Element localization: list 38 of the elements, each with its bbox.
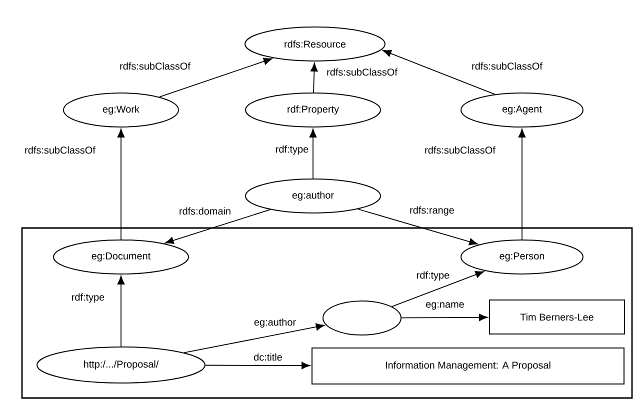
ellipse-node: eg:Work: [63, 92, 179, 128]
ellipse-node: eg:Agent: [460, 92, 584, 128]
edge-label: rdf:type: [70, 292, 106, 304]
edge-label: rdf:type: [415, 270, 451, 282]
arrow: [401, 314, 488, 322]
arrow: [159, 58, 272, 98]
edge-label: dc:title: [252, 352, 284, 362]
edge-label: rdfs:subClassOf: [118, 61, 192, 71]
literal-box: Information Management: A Proposal: [312, 348, 624, 384]
edge-label: rdfs:domain: [178, 206, 232, 216]
edge-label: eg:name: [424, 301, 466, 311]
edge-label: rdfs:subClassOf: [470, 61, 544, 71]
edge-label: rdfs:subClassOf: [24, 145, 96, 155]
ellipse-node: http:/.../Proposal/: [36, 346, 206, 384]
arrow: [184, 323, 325, 354]
arrow: [165, 209, 271, 244]
ellipse-node: eg:author: [245, 178, 381, 214]
edge-label: eg:author: [252, 317, 298, 329]
edge-label: rdfs:range: [408, 205, 456, 217]
arrow: [382, 50, 496, 95]
literal-box: Tim Berners-Lee: [489, 300, 625, 334]
ellipse-node: rdfs:Resource: [244, 26, 386, 62]
arrow: [392, 271, 484, 308]
arrow: [117, 276, 125, 347]
edge-label: rdfs:subClassOf: [326, 67, 398, 77]
ellipse-node: [322, 300, 402, 336]
arrow: [358, 208, 478, 246]
ellipse-node: eg:Document: [53, 240, 189, 274]
edge-label: rdf:type: [274, 144, 310, 156]
group-frame: [21, 227, 633, 399]
arrow: [518, 128, 526, 240]
arrow: [310, 62, 318, 93]
ellipse-node: rdf:Property: [245, 92, 381, 128]
edge-label: rdfs:subClassOf: [424, 145, 496, 155]
ellipse-node: eg:Person: [460, 240, 584, 274]
arrow: [117, 128, 125, 240]
arrow: [205, 362, 310, 370]
arrow: [309, 128, 317, 179]
